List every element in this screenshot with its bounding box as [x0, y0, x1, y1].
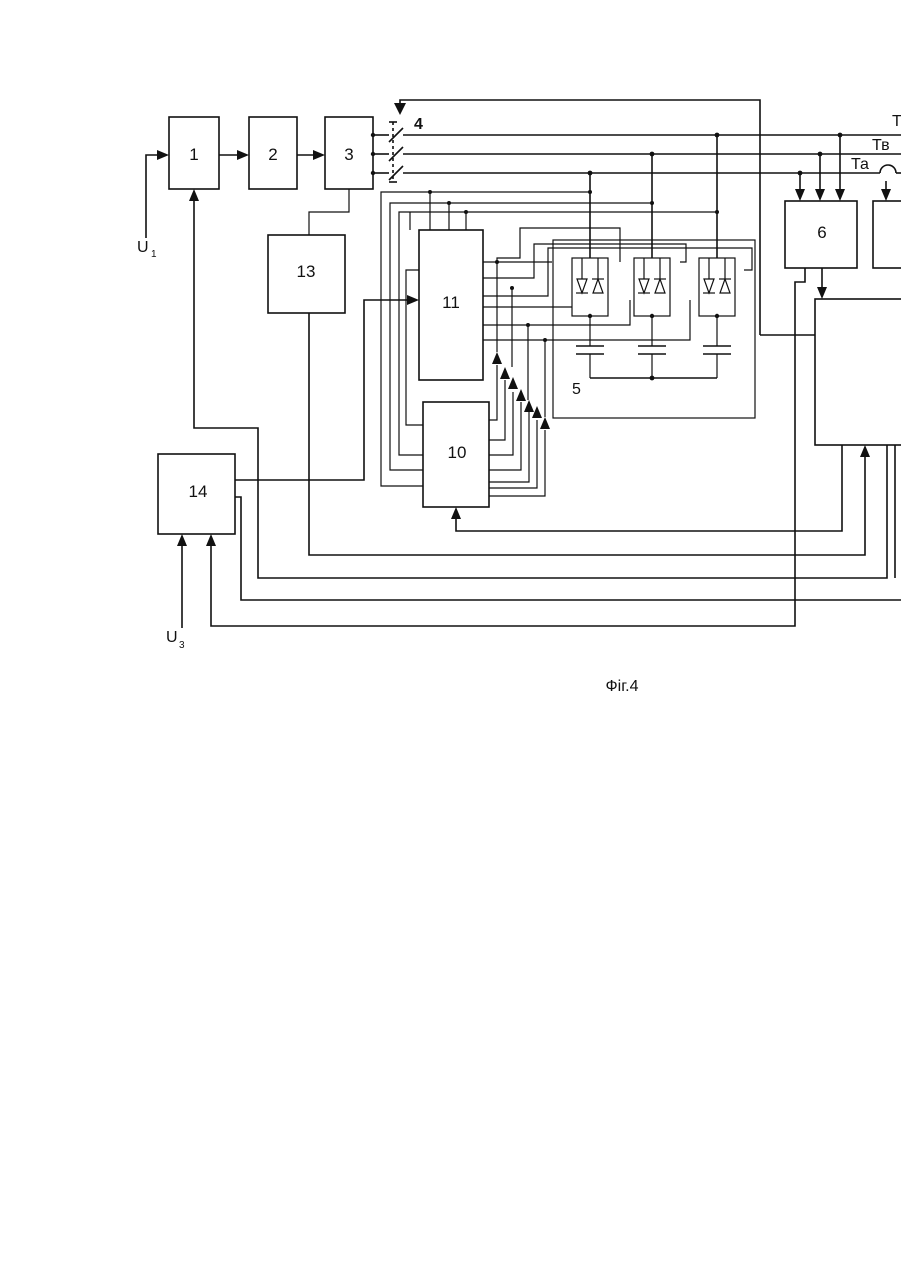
- arrow-icon: [313, 150, 325, 160]
- arrow-icon: [860, 445, 870, 457]
- block-10-label: 10: [448, 443, 467, 462]
- arrow-icon: [815, 189, 825, 201]
- tap-a-label: Та: [851, 156, 869, 173]
- arrow-icon: [394, 103, 406, 115]
- arrow-icon: [881, 189, 891, 201]
- block-14-to-11-line: [235, 300, 410, 480]
- arrow-icon: [524, 400, 534, 412]
- arrow-icon: [206, 534, 216, 546]
- arrow-icon: [237, 150, 249, 160]
- arrow-icon: [795, 189, 805, 201]
- block-3-to-13-line: [309, 189, 349, 235]
- block-14-label: 14: [189, 482, 208, 501]
- block-14-output-line: [235, 497, 901, 600]
- block-13: 13: [268, 235, 345, 313]
- thyristor-group-a: [572, 258, 608, 378]
- block-13-label: 13: [297, 262, 316, 281]
- block-6: 6: [785, 201, 857, 268]
- block-14: 14: [158, 454, 235, 534]
- tap-b-label: Тв: [872, 137, 890, 154]
- tap-c-label: Т: [892, 113, 901, 130]
- capacitor-bank-label: 5: [572, 381, 581, 398]
- block-1: 1: [169, 117, 219, 189]
- input-u3-subscript: 3: [179, 640, 185, 651]
- arrow-icon: [189, 189, 199, 201]
- block-11-label: 11: [442, 293, 460, 312]
- thyristor-pair-icon: [704, 279, 714, 293]
- block-right-large: [815, 299, 901, 445]
- arrow-icon: [492, 352, 502, 364]
- switch-label: 4: [414, 116, 423, 133]
- arrow-icon: [817, 287, 827, 299]
- arrow-icon: [451, 507, 461, 519]
- arrow-icon: [407, 295, 419, 305]
- gate-control-wiring: [483, 228, 752, 496]
- block-11: 11: [419, 230, 483, 380]
- thyristor-pair-icon: [577, 279, 587, 293]
- arrow-icon: [177, 534, 187, 546]
- arrow-icon: [516, 389, 526, 401]
- block-2-label: 2: [268, 145, 277, 164]
- block-right-upper: [873, 201, 901, 268]
- input-u1-subscript: 1: [151, 249, 157, 260]
- input-u1-label: U: [137, 239, 149, 256]
- block-10: 10: [423, 402, 489, 507]
- block-2: 2: [249, 117, 297, 189]
- thyristor-group-b: [634, 258, 670, 380]
- input-u3-label: U: [166, 629, 178, 646]
- block-1-label: 1: [189, 145, 198, 164]
- thyristor-pair-icon: [639, 279, 649, 293]
- switch-4: 4: [371, 116, 423, 182]
- arrow-icon: [835, 189, 845, 201]
- figure-caption: Фіг.4: [606, 678, 639, 695]
- block-3-label: 3: [344, 145, 353, 164]
- arrow-icon: [157, 150, 169, 160]
- block-6-label: 6: [817, 223, 826, 242]
- block-6-to-14-line: [211, 268, 805, 626]
- thyristor-group-c: [699, 258, 735, 378]
- block-13-to-right-line: [309, 313, 865, 555]
- arrow-icon: [500, 367, 510, 379]
- arrow-icon: [540, 417, 550, 429]
- block-3: 3: [325, 117, 373, 189]
